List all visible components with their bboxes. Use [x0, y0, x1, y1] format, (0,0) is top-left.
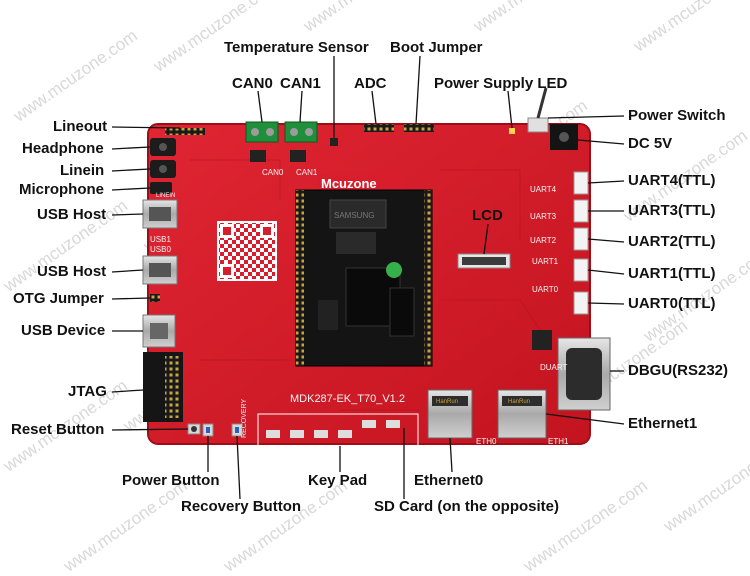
reset-switch [187, 423, 201, 435]
callout-otg-jumper: OTG Jumper [13, 290, 104, 307]
svg-text:ETH0: ETH0 [476, 437, 497, 446]
svg-text:ETH1: ETH1 [548, 437, 569, 446]
callout-uart3: UART3(TTL) [628, 202, 716, 219]
callout-usb-host-1: USB Host [37, 206, 107, 223]
callout-adc: ADC [354, 75, 387, 92]
brand-text: Mcuzone [321, 176, 377, 191]
chip-label: SAMSUNG [334, 211, 374, 220]
callout-uart2: UART2(TTL) [628, 233, 716, 250]
svg-text:HanRun: HanRun [436, 399, 458, 405]
svg-text:CAN0: CAN0 [262, 168, 284, 177]
core-module: SAMSUNG [295, 189, 433, 367]
callout-uart1: UART1(TTL) [628, 265, 716, 282]
board-illustration: Mcuzone SAMSUNG [111, 55, 625, 500]
callout-can1: CAN1 [280, 75, 321, 92]
svg-text:DUART: DUART [540, 363, 568, 372]
svg-text:UART3: UART3 [530, 212, 557, 221]
svg-text:USB0: USB0 [150, 245, 171, 254]
callout-dc-5v: DC 5V [628, 135, 673, 152]
callout-can0: CAN0 [232, 75, 273, 92]
keypad [257, 413, 419, 447]
power-switch-part [202, 423, 214, 437]
svg-text:UART0: UART0 [532, 285, 559, 294]
otg-jumper-header [150, 294, 160, 302]
lcd-connector [457, 253, 511, 269]
silkscreen: CAN0 CAN1 UART4 UART3 UART2 UART1 UART0 … [150, 168, 569, 446]
board-model-silk: MDK287-EK_T70_V1.2 [290, 393, 405, 405]
power-toggle [527, 87, 549, 133]
usb-host-port-1 [142, 199, 178, 229]
audio-jacks [150, 138, 176, 194]
callout-boot-jumper: Boot Jumper [390, 39, 483, 56]
uart-headers [573, 171, 589, 315]
svg-text:USB1: USB1 [150, 235, 171, 244]
callout-uart0: UART0(TTL) [628, 295, 716, 312]
callout-microphone: Microphone [19, 181, 104, 198]
svg-text:LINEIN: LINEIN [156, 193, 175, 199]
callout-lcd: LCD [472, 207, 503, 224]
callout-power-switch: Power Switch [628, 107, 726, 124]
svg-text:RECOVERY: RECOVERY [241, 399, 248, 438]
rj45-eth0: HanRun [427, 389, 473, 439]
temperature-sensor-chip [330, 138, 338, 146]
leader-lines [111, 55, 625, 500]
can0-transceiver [250, 150, 266, 162]
callout-reset-button: Reset Button [11, 421, 105, 438]
callout-power-button: Power Button [122, 472, 220, 489]
can0-terminal [245, 121, 279, 143]
callout-power-supply-led: Power Supply LED [434, 75, 568, 92]
callout-lineout: Lineout [53, 118, 108, 135]
svg-text:UART1: UART1 [532, 257, 559, 266]
svg-text:CAN1: CAN1 [296, 168, 318, 177]
callout-sd-card: SD Card (on the opposite) [374, 498, 559, 515]
can1-transceiver [290, 150, 306, 162]
callout-key-pad: Key Pad [308, 472, 368, 489]
usb-host-port-2 [142, 255, 178, 285]
callout-linein: Linein [60, 162, 105, 179]
callout-recovery-button: Recovery Button [181, 498, 302, 515]
callout-usb-host-2: USB Host [37, 263, 107, 280]
callout-usb-device: USB Device [21, 322, 106, 339]
svg-text:UART2: UART2 [530, 236, 557, 245]
boot-jumper-header [404, 124, 434, 132]
pcb-traces [190, 159, 541, 411]
callout-ethernet1: Ethernet1 [628, 415, 698, 432]
svg-text:HanRun: HanRun [508, 399, 530, 405]
rs232-connector [532, 330, 611, 411]
can1-terminal [284, 121, 318, 143]
usb-device-port [142, 314, 176, 348]
adc-header [364, 124, 394, 132]
lineout-header [165, 128, 205, 135]
brand-logo: Mcuzone [318, 174, 404, 192]
svg-text:UART4: UART4 [530, 185, 557, 194]
callout-dbgu: DBGU(RS232) [628, 362, 729, 379]
callout-jtag: JTAG [68, 383, 107, 400]
power-led [509, 128, 515, 134]
callout-headphone: Headphone [22, 140, 104, 157]
callout-temperature-sensor: Temperature Sensor [224, 39, 369, 56]
rj45-eth1: HanRun [497, 389, 547, 439]
callout-ethernet0: Ethernet0 [414, 472, 484, 489]
jtag-header [143, 352, 183, 422]
callout-uart4: UART4(TTL) [628, 172, 716, 189]
